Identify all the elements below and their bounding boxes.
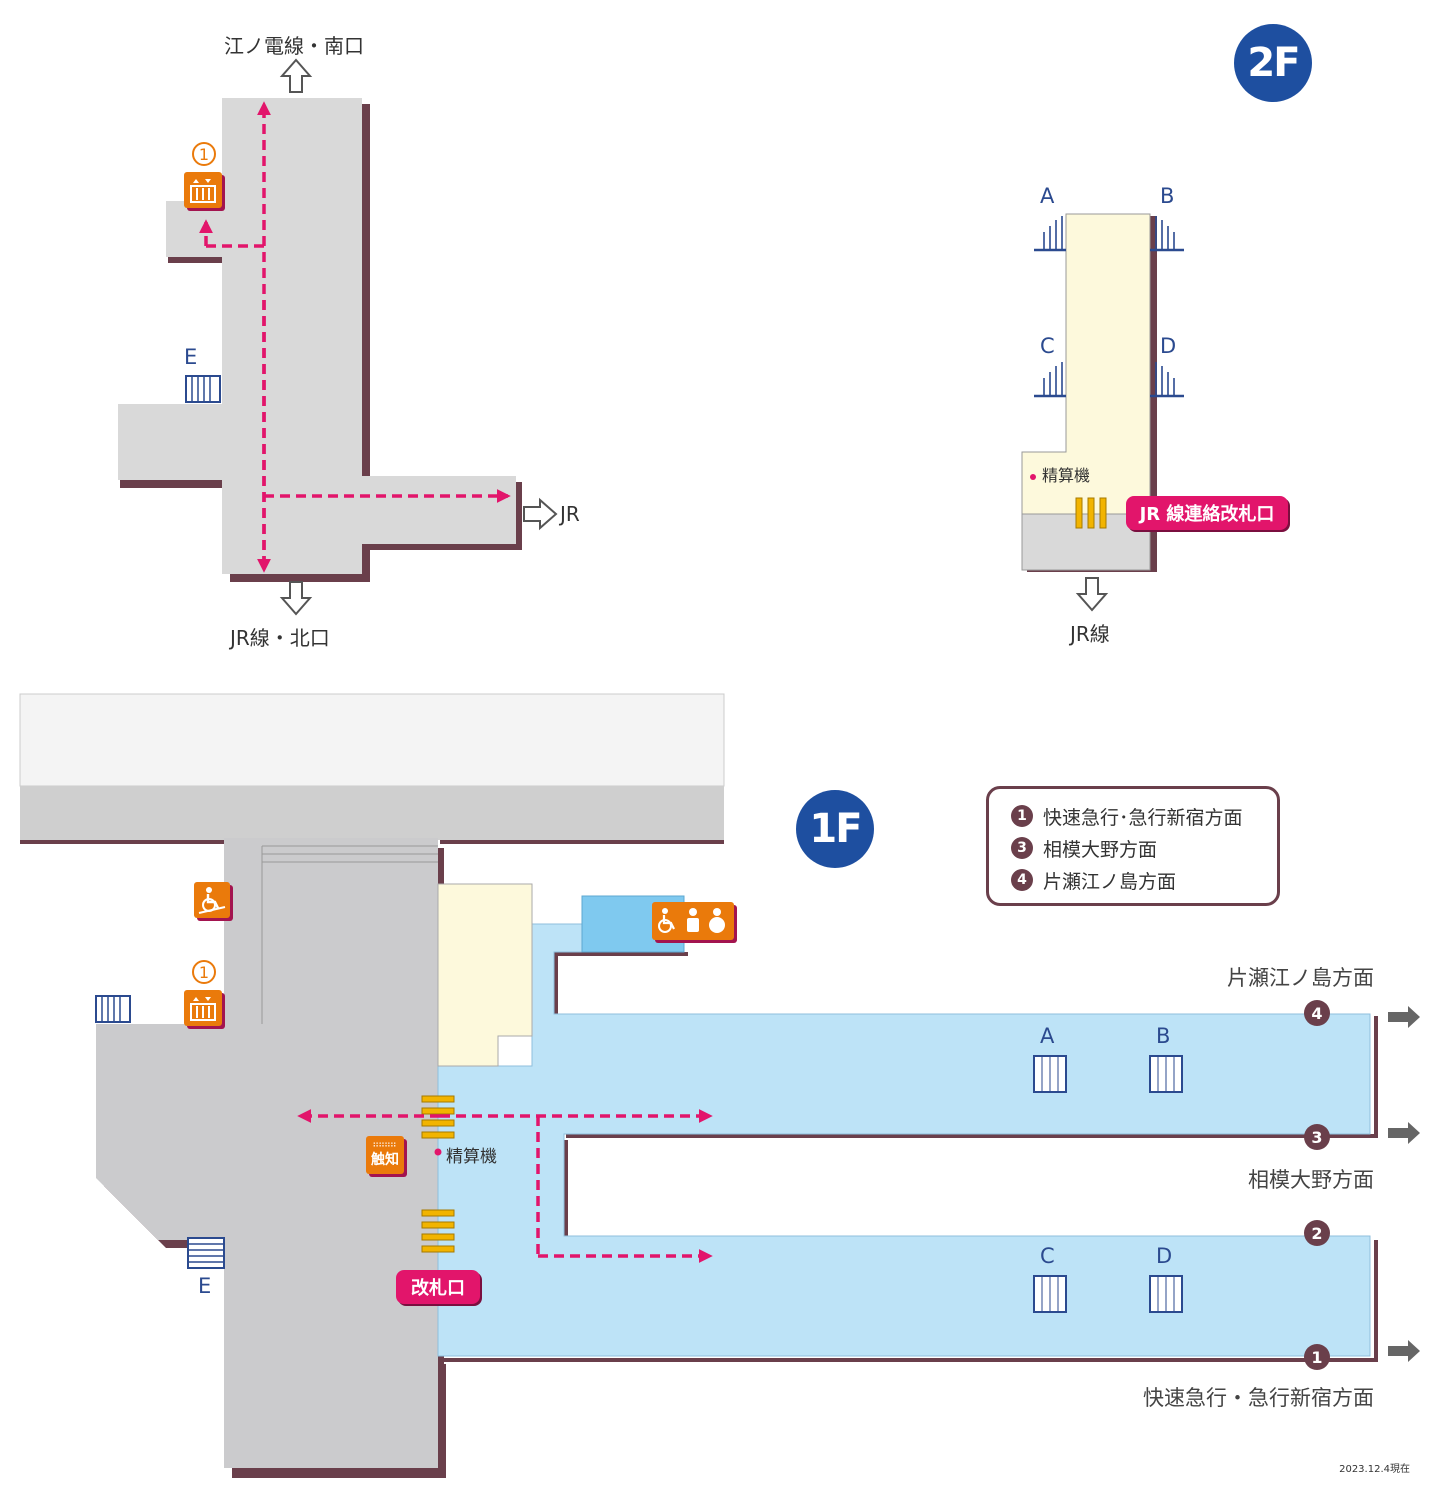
date-note: 2023.12.4現在 bbox=[1339, 1464, 1410, 1475]
arrow-south bbox=[279, 581, 313, 616]
track-number-3: 3 bbox=[1304, 1124, 1330, 1150]
label-east-jr: JR bbox=[560, 502, 580, 526]
label-stairs-c-2f: C bbox=[1040, 334, 1055, 358]
stairs-c-2f bbox=[1034, 362, 1066, 398]
track-number-4: 4 bbox=[1304, 1000, 1330, 1026]
elevator-icon-2f bbox=[184, 172, 222, 208]
stairs-e-2f bbox=[185, 375, 221, 403]
arrow-east-jr bbox=[523, 497, 558, 531]
label-stairs-d-2f: D bbox=[1160, 334, 1177, 358]
platform-stairs-b-1f bbox=[1149, 1055, 1183, 1093]
arrow-north bbox=[279, 58, 313, 93]
tactile-dots: ∷∷∷∷ bbox=[373, 1141, 397, 1149]
elevator-number-2f: 1 bbox=[192, 142, 216, 166]
label-south-exit: JR線・北口 bbox=[230, 626, 330, 650]
label-stairs-b-2f: B bbox=[1160, 184, 1175, 208]
floor2-jr-area bbox=[1021, 213, 1184, 572]
label-exit-e-2f: E bbox=[184, 345, 198, 369]
elevator-icon-1f bbox=[184, 990, 222, 1026]
label-platform-stairs-d: D bbox=[1156, 1244, 1173, 1268]
label-platform-stairs-b: B bbox=[1156, 1024, 1171, 1048]
legend-text: 片瀬江ノ島方面 bbox=[1043, 870, 1177, 893]
fare-machine-dot-2f bbox=[1030, 473, 1036, 480]
tactile-label: 触知 bbox=[371, 1152, 399, 1168]
platform-stairs-d-1f bbox=[1149, 1275, 1183, 1313]
stairs-a-2f bbox=[1034, 216, 1066, 252]
label-platform-stairs-a: A bbox=[1040, 1024, 1055, 1048]
tactile-map-icon: ∷∷∷∷ 触知 bbox=[366, 1136, 404, 1174]
ticket-gates-1f bbox=[421, 1095, 455, 1253]
legend-num: 1 bbox=[1011, 805, 1033, 827]
platform-stairs-a-1f bbox=[1033, 1055, 1067, 1093]
toilet-glyph bbox=[658, 908, 725, 933]
wheelchair-ramp-icon bbox=[194, 882, 230, 918]
platform-stairs-c-1f bbox=[1033, 1275, 1067, 1313]
floor1-route bbox=[297, 1109, 713, 1263]
floor-badge-2f: 2F bbox=[1234, 24, 1312, 102]
label-exit-e-1f: E bbox=[198, 1274, 212, 1298]
legend-num: 3 bbox=[1011, 837, 1033, 859]
floor1-structure bbox=[19, 693, 1420, 1478]
direction-label-track1: 快速急行・急行新宿方面 bbox=[1143, 1386, 1374, 1410]
accessible-toilet-icon bbox=[652, 902, 734, 940]
track-direction-arrows bbox=[1388, 1006, 1420, 1362]
elevator-number-1f: 1 bbox=[192, 960, 216, 984]
floor-badge-1f: 1F bbox=[796, 790, 874, 868]
floor2-route bbox=[199, 101, 511, 573]
legend-num: 4 bbox=[1011, 869, 1033, 891]
arrow-jr-line bbox=[1075, 577, 1109, 612]
track-number-1: 1 bbox=[1304, 1344, 1330, 1370]
jr-transfer-gate-label: JR 線連絡改札口 bbox=[1126, 496, 1288, 530]
label-stairs-a-2f: A bbox=[1040, 184, 1055, 208]
stairs-d-2f bbox=[1150, 362, 1184, 398]
stairs-e-upper-1f bbox=[95, 995, 131, 1023]
label-platform-stairs-c: C bbox=[1040, 1244, 1055, 1268]
ticket-gate-label: 改札口 bbox=[396, 1270, 480, 1304]
label-jr-line-exit: JR線 bbox=[1070, 622, 1110, 646]
legend-row-1: 1 快速急行･急行新宿方面 bbox=[1011, 803, 1243, 829]
legend-text: 相模大野方面 bbox=[1043, 838, 1158, 861]
elevator-glyph bbox=[190, 179, 216, 203]
fare-machine-label-1f: 精算機 bbox=[446, 1147, 497, 1167]
elevator-glyph bbox=[190, 997, 216, 1021]
fare-machine-dot-1f bbox=[434, 1148, 442, 1156]
direction-label-track4: 片瀬江ノ島方面 bbox=[1227, 966, 1374, 990]
wheelchair-glyph bbox=[198, 887, 226, 914]
legend-row-4: 4 片瀬江ノ島方面 bbox=[1011, 867, 1176, 893]
fare-machine-label-2f: 精算機 bbox=[1030, 462, 1090, 486]
legend-row-3: 3 相模大野方面 bbox=[1011, 835, 1157, 861]
floor2-direction-arrows bbox=[279, 58, 1109, 616]
floor2-concourse bbox=[118, 98, 522, 582]
direction-label-track3: 相模大野方面 bbox=[1248, 1168, 1374, 1192]
track-number-2: 2 bbox=[1304, 1220, 1330, 1246]
stairs-e-lower-1f bbox=[187, 1237, 225, 1269]
legend-text: 快速急行･急行新宿方面 bbox=[1043, 806, 1243, 829]
transfer-gates-2f bbox=[1075, 497, 1107, 529]
fare-machine-text-2f: 精算機 bbox=[1042, 466, 1091, 485]
track-legend: 1 快速急行･急行新宿方面 3 相模大野方面 4 片瀬江ノ島方面 bbox=[986, 786, 1280, 906]
label-north-exit: 江ノ電線・南口 bbox=[224, 34, 364, 58]
stairs-b-2f bbox=[1150, 216, 1184, 252]
